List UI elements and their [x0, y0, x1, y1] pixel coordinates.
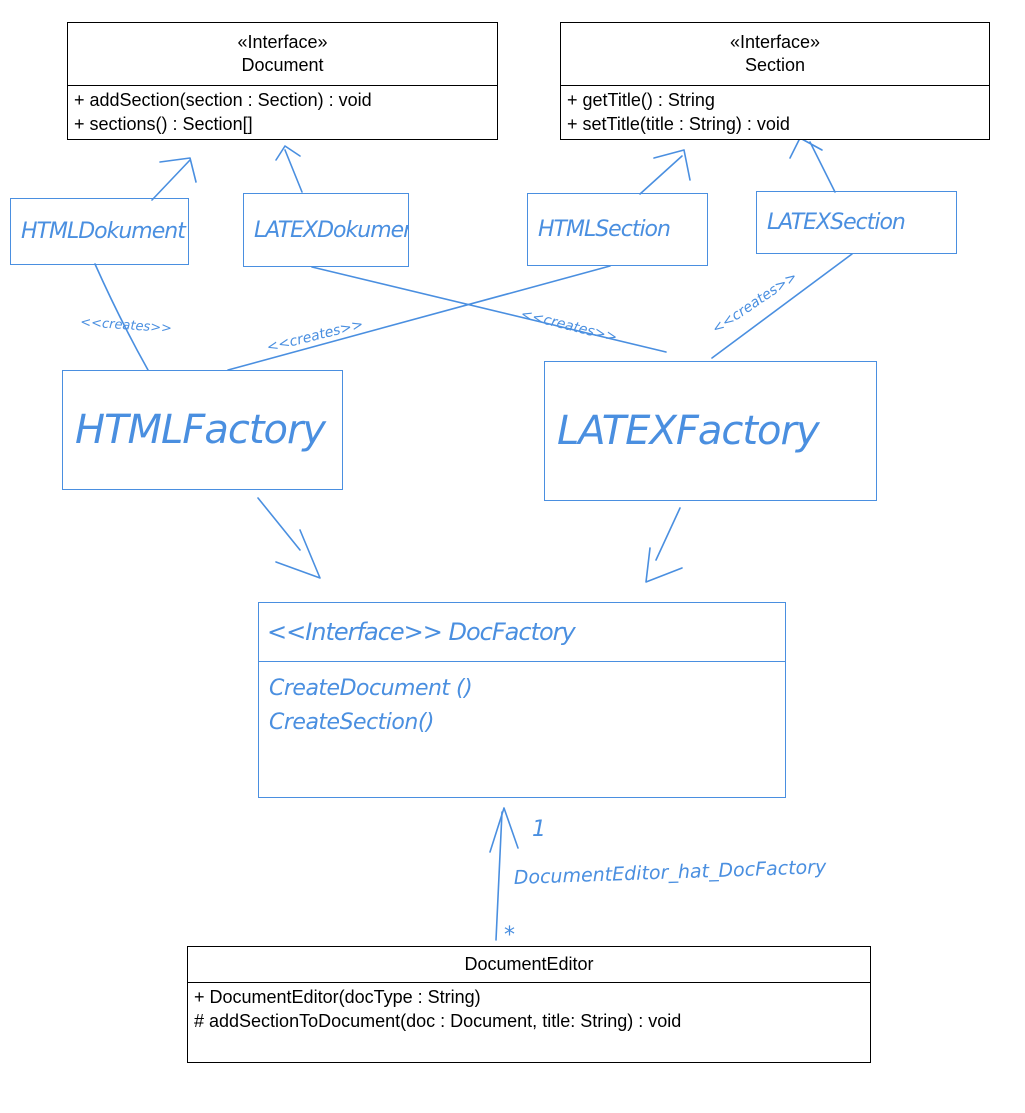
creates-line-htmlfactory-htmldokument [94, 263, 149, 371]
arrowhead-htmlfactory-docfactory [275, 529, 321, 579]
html-section-name: HTMLSection [538, 217, 671, 242]
realization-latexfactory-docfactory [655, 507, 681, 561]
section-stereotype: «Interface» [729, 32, 821, 52]
label-multiplicity-target: 1 [532, 817, 546, 842]
document-members: + addSection(section : Section) : void +… [68, 86, 497, 138]
document-editor-name: DocumentEditor [464, 954, 594, 974]
realization-htmlsection-section [639, 155, 683, 195]
document-editor-members: + DocumentEditor(docType : String) # add… [188, 983, 870, 1035]
doc-factory-members: CreateDocument () CreateSection() [259, 662, 785, 750]
creates-line-latexfactory-latexsection [711, 253, 853, 359]
document-editor-member: + DocumentEditor(docType : String) [194, 987, 481, 1007]
arrowhead-htmldokument-document [159, 157, 197, 183]
latex-dokument-name: LATEXDokument [254, 217, 409, 243]
latex-factory-name: LATEXFactory [557, 408, 820, 454]
arrowhead-latexfactory-docfactory [645, 547, 683, 583]
label-creates-html-dokument: <<creates>> [80, 315, 173, 336]
document-member: + addSection(section : Section) : void [74, 90, 372, 110]
interface-section[interactable]: «Interface» Section + getTitle() : Strin… [560, 22, 990, 140]
class-html-factory[interactable]: HTMLFactory [62, 370, 343, 490]
class-latex-section[interactable]: LATEXSection [756, 191, 957, 254]
class-latex-factory[interactable]: LATEXFactory [544, 361, 877, 501]
creates-line-htmlfactory-htmlsection [227, 265, 611, 371]
class-latex-dokument[interactable]: LATEXDokument [243, 193, 409, 267]
realization-latexdokument-document [284, 149, 303, 193]
document-name: Document [241, 55, 324, 75]
section-name: Section [744, 55, 806, 75]
realization-latexsection-section [809, 141, 836, 193]
class-html-dokument[interactable]: HTMLDokument [10, 198, 189, 265]
creates-line-latexfactory-latexdokument [311, 266, 667, 353]
document-member: + sections() : Section[] [74, 114, 253, 134]
document-editor-member: # addSectionToDocument(doc : Document, t… [194, 1011, 682, 1031]
association-line [495, 811, 503, 941]
section-member: + setTitle(title : String) : void [567, 114, 790, 134]
doc-factory-member: CreateSection() [269, 710, 435, 735]
html-factory-name: HTMLFactory [75, 407, 326, 453]
class-document-editor[interactable]: DocumentEditor + DocumentEditor(docType … [187, 946, 871, 1063]
doc-factory-member: CreateDocument () [269, 676, 473, 701]
section-member: + getTitle() : String [567, 90, 715, 110]
label-creates-latex-dokument: <<creates>> [519, 306, 619, 345]
realization-htmldokument-document [151, 159, 191, 201]
association-arrowhead [489, 807, 519, 853]
doc-factory-title: <<Interface>> DocFactory [267, 618, 576, 646]
arrowhead-htmlsection-section [653, 149, 691, 181]
label-multiplicity-source: * [504, 923, 515, 948]
html-dokument-name: HTMLDokument [21, 219, 186, 244]
realization-htmlfactory-docfactory [257, 497, 301, 551]
latex-section-name: LATEXSection [767, 210, 906, 235]
class-html-section[interactable]: HTMLSection [527, 193, 708, 266]
interface-document[interactable]: «Interface» Document + addSection(sectio… [67, 22, 498, 140]
label-association: DocumentEditor_hat_DocFactory [513, 856, 827, 889]
interface-doc-factory[interactable]: <<Interface>> DocFactory CreateDocument … [258, 602, 786, 798]
section-members: + getTitle() : String + setTitle(title :… [561, 86, 989, 138]
arrowhead-latexdokument-document [275, 145, 301, 161]
document-stereotype: «Interface» [237, 32, 328, 52]
